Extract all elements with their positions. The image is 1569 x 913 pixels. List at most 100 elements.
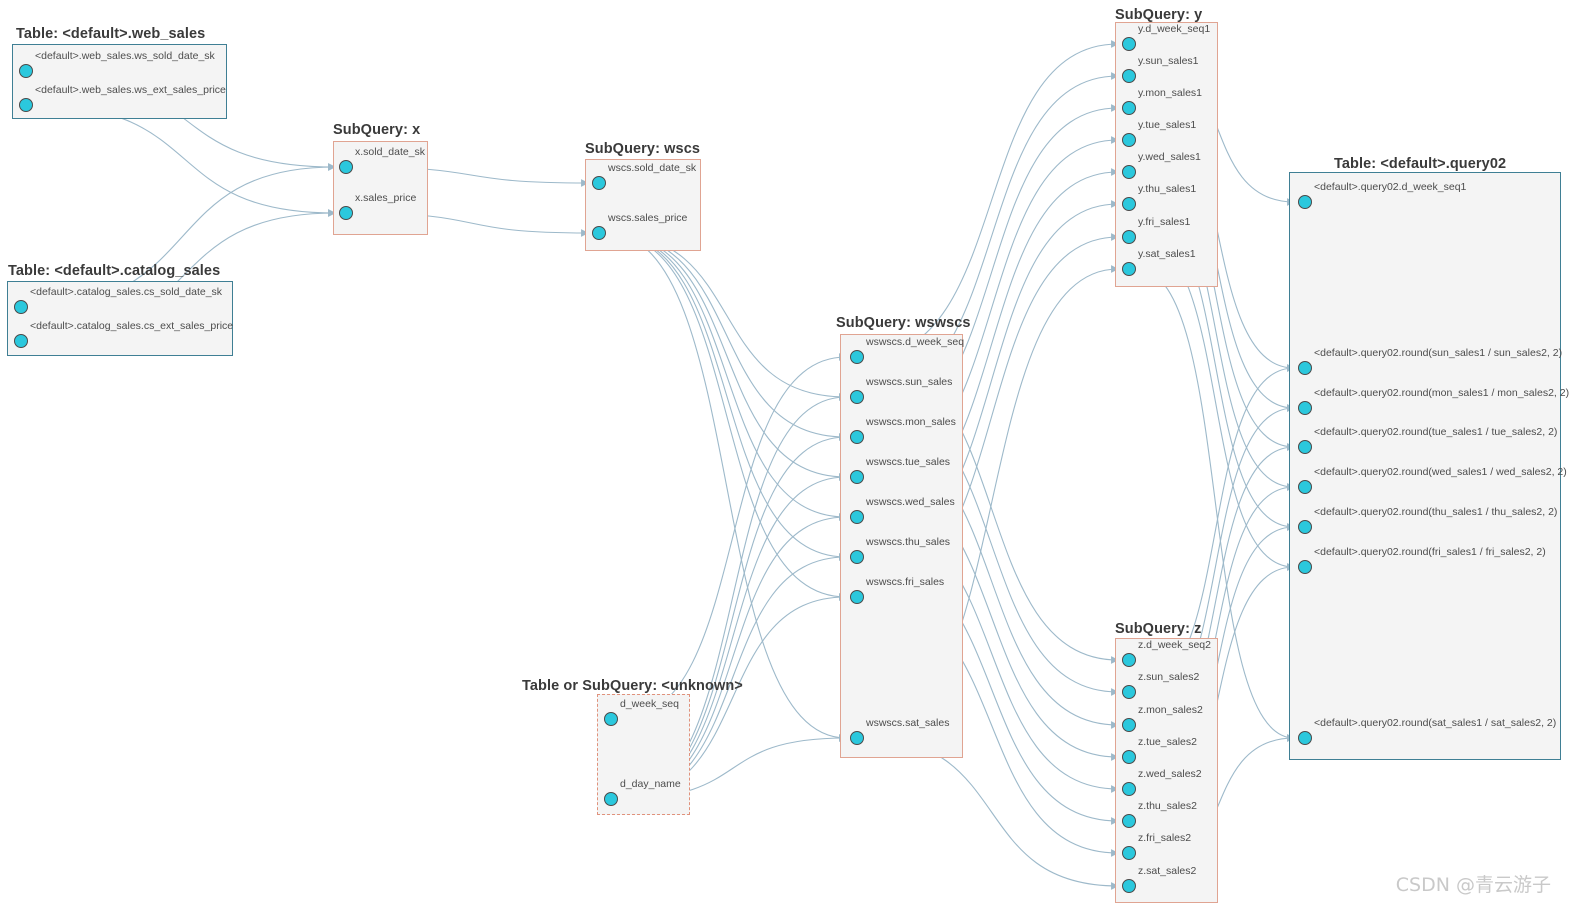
port-web_sales-0[interactable] xyxy=(19,64,33,78)
edge-web_sales.1-to-subquery_x.1 xyxy=(33,104,336,217)
port-label-subquery_wswscs-4: wswscs.wed_sales xyxy=(866,496,955,508)
port-subquery_z-7[interactable] xyxy=(1122,879,1136,893)
port-label-subquery_wswscs-6: wswscs.fri_sales xyxy=(866,576,945,588)
port-subquery_y-5[interactable] xyxy=(1122,197,1136,211)
port-subquery_wswscs-7[interactable] xyxy=(850,731,864,745)
port-label-query02-5: <default>.query02.round(thu_sales1 / thu… xyxy=(1314,506,1558,518)
port-label-web_sales-1: <default>.web_sales.ws_ext_sales_price xyxy=(35,84,226,96)
port-query02-7[interactable] xyxy=(1298,731,1312,745)
edge-subquery_wscs.1-to-subquery_wswscs.3 xyxy=(606,232,847,481)
port-subquery_wswscs-0[interactable] xyxy=(850,350,864,364)
node-web_sales[interactable] xyxy=(12,44,227,119)
port-label-unknown_src-0: d_week_seq xyxy=(620,698,679,710)
port-label-subquery_wswscs-2: wswscs.mon_sales xyxy=(866,416,956,428)
port-label-subquery_y-5: y.thu_sales1 xyxy=(1138,183,1197,195)
port-label-subquery_wswscs-5: wswscs.thu_sales xyxy=(866,536,951,548)
port-label-subquery_wswscs-1: wswscs.sun_sales xyxy=(866,376,953,388)
port-query02-4[interactable] xyxy=(1298,480,1312,494)
port-subquery_wswscs-3[interactable] xyxy=(850,470,864,484)
port-subquery_wscs-1[interactable] xyxy=(592,226,606,240)
port-subquery_y-7[interactable] xyxy=(1122,262,1136,276)
node-catalog_sales[interactable] xyxy=(7,281,233,356)
port-label-subquery_y-7: y.sat_sales1 xyxy=(1138,248,1196,260)
port-label-subquery_wswscs-0: wswscs.d_week_seq xyxy=(866,336,965,348)
port-catalog_sales-1[interactable] xyxy=(14,334,28,348)
port-subquery_wswscs-2[interactable] xyxy=(850,430,864,444)
port-web_sales-1[interactable] xyxy=(19,98,33,112)
edge-subquery_wswscs.0-to-subquery_y.0 xyxy=(864,40,1119,358)
port-label-subquery_z-3: z.tue_sales2 xyxy=(1138,736,1197,748)
port-subquery_wswscs-5[interactable] xyxy=(850,550,864,564)
port-label-subquery_y-4: y.wed_sales1 xyxy=(1138,151,1201,163)
port-label-catalog_sales-1: <default>.catalog_sales.cs_ext_sales_pri… xyxy=(30,320,234,332)
port-subquery_y-0[interactable] xyxy=(1122,37,1136,51)
port-subquery_z-0[interactable] xyxy=(1122,653,1136,667)
port-subquery_y-6[interactable] xyxy=(1122,230,1136,244)
port-subquery_x-1[interactable] xyxy=(339,206,353,220)
port-query02-2[interactable] xyxy=(1298,401,1312,415)
edge-subquery_wscs.1-to-subquery_wswscs.4 xyxy=(606,232,847,521)
port-label-subquery_y-0: y.d_week_seq1 xyxy=(1138,23,1211,35)
node-query02[interactable] xyxy=(1289,172,1561,760)
node-title-subquery_y: SubQuery: y xyxy=(1115,7,1203,23)
port-label-subquery_z-0: z.d_week_seq2 xyxy=(1138,639,1211,651)
port-label-query02-0: <default>.query02.d_week_seq1 xyxy=(1314,181,1467,193)
port-label-subquery_wscs-0: wscs.sold_date_sk xyxy=(608,162,697,174)
port-label-subquery_y-6: y.fri_sales1 xyxy=(1138,216,1191,228)
port-unknown_src-1[interactable] xyxy=(604,792,618,806)
port-label-subquery_z-4: z.wed_sales2 xyxy=(1138,768,1202,780)
port-label-query02-6: <default>.query02.round(fri_sales1 / fri… xyxy=(1314,546,1546,558)
node-title-subquery_wscs: SubQuery: wscs xyxy=(585,141,701,157)
port-label-catalog_sales-0: <default>.catalog_sales.cs_sold_date_sk xyxy=(30,286,223,298)
port-subquery_wswscs-6[interactable] xyxy=(850,590,864,604)
port-subquery_z-2[interactable] xyxy=(1122,718,1136,732)
node-title-catalog_sales: Table: <default>.catalog_sales xyxy=(8,263,221,279)
port-label-query02-3: <default>.query02.round(tue_sales1 / tue… xyxy=(1314,426,1558,438)
node-subquery_wswscs[interactable] xyxy=(840,334,963,758)
port-unknown_src-0[interactable] xyxy=(604,712,618,726)
port-subquery_wscs-0[interactable] xyxy=(592,176,606,190)
port-label-subquery_z-6: z.fri_sales2 xyxy=(1138,832,1192,844)
port-subquery_z-3[interactable] xyxy=(1122,750,1136,764)
port-query02-5[interactable] xyxy=(1298,520,1312,534)
port-label-web_sales-0: <default>.web_sales.ws_sold_date_sk xyxy=(35,50,215,62)
port-subquery_z-1[interactable] xyxy=(1122,685,1136,699)
port-label-subquery_wswscs-7: wswscs.sat_sales xyxy=(866,717,950,729)
port-subquery_y-1[interactable] xyxy=(1122,69,1136,83)
edge-subquery_wscs.1-to-subquery_wswscs.7 xyxy=(606,232,847,742)
port-subquery_y-4[interactable] xyxy=(1122,165,1136,179)
port-subquery_y-3[interactable] xyxy=(1122,133,1136,147)
edge-subquery_wscs.1-to-subquery_wswscs.6 xyxy=(606,232,847,601)
edge-subquery_wscs.1-to-subquery_wswscs.5 xyxy=(606,232,847,561)
port-subquery_x-0[interactable] xyxy=(339,160,353,174)
port-subquery_wswscs-4[interactable] xyxy=(850,510,864,524)
port-label-query02-7: <default>.query02.round(sat_sales1 / sat… xyxy=(1314,717,1557,729)
port-label-subquery_wscs-1: wscs.sales_price xyxy=(608,212,688,224)
node-title-unknown_src: Table or SubQuery: <unknown> xyxy=(522,678,743,694)
port-label-subquery_wswscs-3: wswscs.tue_sales xyxy=(866,456,951,468)
port-query02-0[interactable] xyxy=(1298,195,1312,209)
port-label-query02-1: <default>.query02.round(sun_sales1 / sun… xyxy=(1314,347,1563,359)
port-subquery_z-5[interactable] xyxy=(1122,814,1136,828)
port-label-query02-2: <default>.query02.round(mon_sales1 / mon… xyxy=(1314,387,1569,399)
port-query02-3[interactable] xyxy=(1298,440,1312,454)
port-query02-6[interactable] xyxy=(1298,560,1312,574)
port-catalog_sales-0[interactable] xyxy=(14,300,28,314)
port-query02-1[interactable] xyxy=(1298,361,1312,375)
port-label-subquery_x-1: x.sales_price xyxy=(355,192,417,204)
port-label-subquery_y-3: y.tue_sales1 xyxy=(1138,119,1197,131)
edge-subquery_wscs.1-to-subquery_wswscs.1 xyxy=(606,232,847,401)
node-title-query02: Table: <default>.query02 xyxy=(1334,156,1507,172)
node-title-subquery_wswscs: SubQuery: wswscs xyxy=(836,315,971,331)
port-subquery_y-2[interactable] xyxy=(1122,101,1136,115)
port-subquery_wswscs-1[interactable] xyxy=(850,390,864,404)
port-label-unknown_src-1: d_day_name xyxy=(620,778,681,790)
port-label-query02-4: <default>.query02.round(wed_sales1 / wed… xyxy=(1314,466,1567,478)
port-subquery_z-6[interactable] xyxy=(1122,846,1136,860)
port-subquery_z-4[interactable] xyxy=(1122,782,1136,796)
port-label-subquery_z-5: z.thu_sales2 xyxy=(1138,800,1197,812)
node-title-web_sales: Table: <default>.web_sales xyxy=(16,26,206,42)
port-label-subquery_z-1: z.sun_sales2 xyxy=(1138,671,1200,683)
port-label-subquery_y-2: y.mon_sales1 xyxy=(1138,87,1203,99)
